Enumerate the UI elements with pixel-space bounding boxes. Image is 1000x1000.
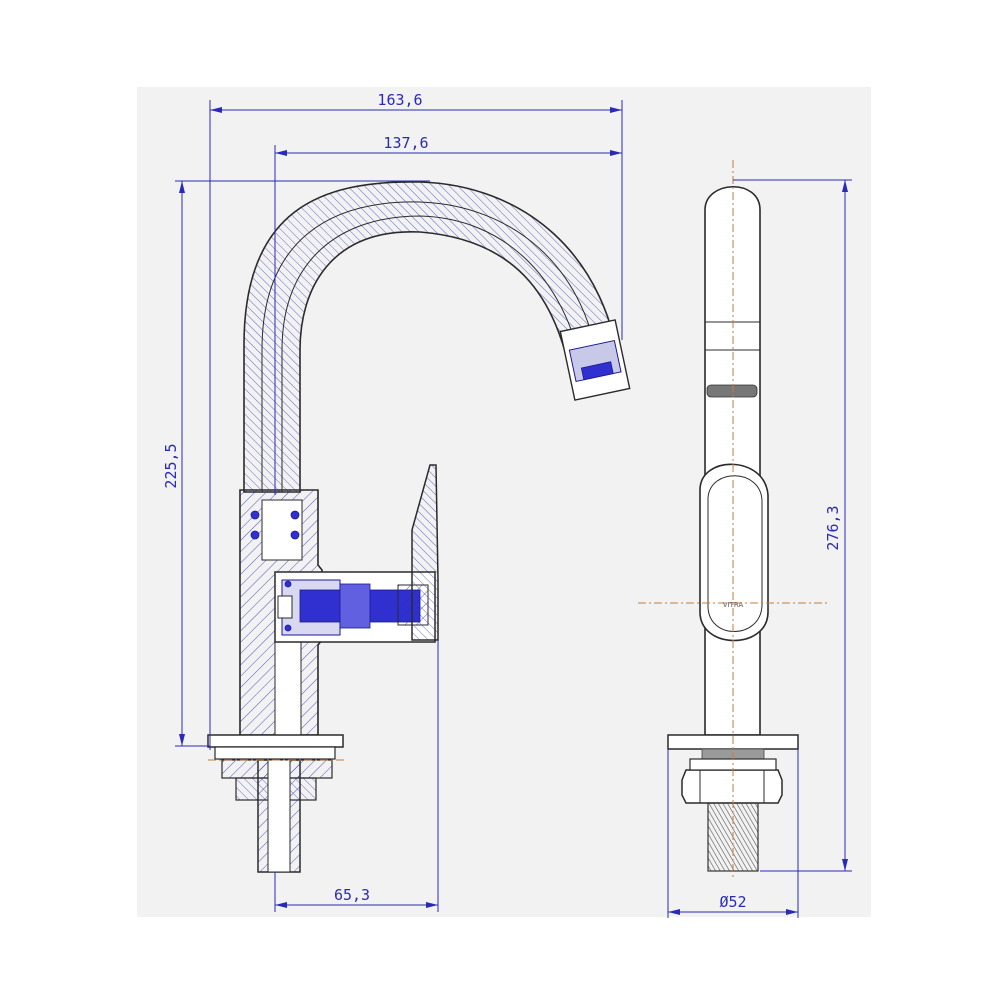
dim-spout-height-label: 225,5 [162, 443, 180, 488]
side-lever [699, 463, 769, 642]
dimension-137: 137,6 [274, 134, 622, 495]
dimension-65: 65,3 [274, 640, 439, 912]
dim-total-height-label: 276,3 [824, 505, 842, 550]
cartridge [274, 571, 436, 643]
aerator [559, 319, 631, 401]
section-view [207, 181, 631, 873]
side-aerator [706, 384, 758, 398]
dim-spout-reach-label: 137,6 [383, 134, 428, 152]
side-view: VITRA [638, 160, 830, 880]
dim-overall-width-label: 163,6 [377, 91, 422, 109]
side-lock-nut [681, 769, 783, 804]
dimension-276: 276,3 [733, 179, 852, 872]
dimension-diameter: Ø52 [667, 749, 799, 918]
dimension-225: 225,5 [162, 180, 430, 747]
lever-handle [411, 464, 439, 641]
dim-base-diameter-label: Ø52 [719, 893, 746, 911]
dimension-163: 163,6 [209, 91, 623, 750]
dim-body-offset-label: 65,3 [334, 886, 370, 904]
